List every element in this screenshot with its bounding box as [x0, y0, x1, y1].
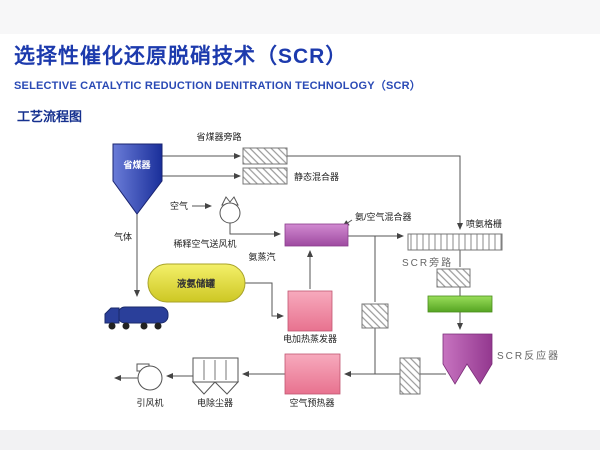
- ammonia-truck: [104, 306, 169, 330]
- catalyst-layer: [427, 295, 493, 313]
- ammonia-vapor-label: 氨蒸汽: [248, 251, 275, 262]
- page-subtitle: SELECTIVE CATALYTIC REDUCTION DENITRATIO…: [14, 80, 422, 92]
- electrostatic-precipitator: [191, 357, 240, 395]
- page-title: 选择性催化还原脱硝技术（SCR）: [14, 45, 348, 68]
- liquid-ammonia-tank-label: 液氨储罐: [177, 278, 216, 290]
- air-label: 空气: [170, 200, 188, 211]
- ammonia-air-mixer-label: 氨/空气混合器: [355, 211, 412, 222]
- scr-reactor-label: SCR反应器: [497, 349, 560, 362]
- electric-evaporator-label: 电加热蒸发器: [283, 333, 337, 344]
- gas-label: 气体: [114, 231, 132, 242]
- scr-reactor: [442, 333, 493, 385]
- section-label: 工艺流程图: [17, 109, 83, 124]
- economizer-label: 省煤器: [122, 159, 151, 170]
- flow-lines: [114, 153, 463, 381]
- electric-evaporator: [287, 290, 333, 332]
- scr-bypass-damper: [436, 268, 471, 288]
- induced-draft-fan-label: 引风机: [136, 397, 163, 408]
- outlet-damper: [399, 357, 421, 395]
- ammonia-air-mixer: [284, 223, 349, 247]
- ammonia-injection-grid: [407, 233, 503, 251]
- ammonia-injection-grid-label: 喷氨格栅: [466, 218, 502, 229]
- economizer-bypass-label: 省煤器旁路: [196, 131, 241, 142]
- static-mixer-label: 静态混合器: [294, 171, 339, 182]
- air-preheater-label: 空气预热器: [289, 397, 334, 408]
- bottom-band: [0, 430, 600, 450]
- air-preheater: [284, 353, 341, 395]
- economizer: 省煤器: [112, 143, 163, 215]
- economizer-bypass-damper: [242, 147, 288, 165]
- static-mixer: [242, 167, 288, 185]
- dilution-air-fan: [219, 196, 241, 224]
- bypass-damper: [361, 303, 389, 329]
- top-band: [0, 0, 600, 34]
- flow-diagram: 省煤器 省煤器旁路 静态混合器 空气 稀释空气送风机 氨/空气混合器 喷氨格栅 …: [104, 131, 560, 408]
- scr-bypass-label: SCR旁路: [402, 256, 453, 269]
- induced-draft-fan: [136, 363, 163, 391]
- liquid-ammonia-tank: 液氨储罐: [147, 263, 246, 303]
- dilution-air-fan-label: 稀释空气送风机: [173, 238, 236, 249]
- esp-label: 电除尘器: [197, 397, 233, 408]
